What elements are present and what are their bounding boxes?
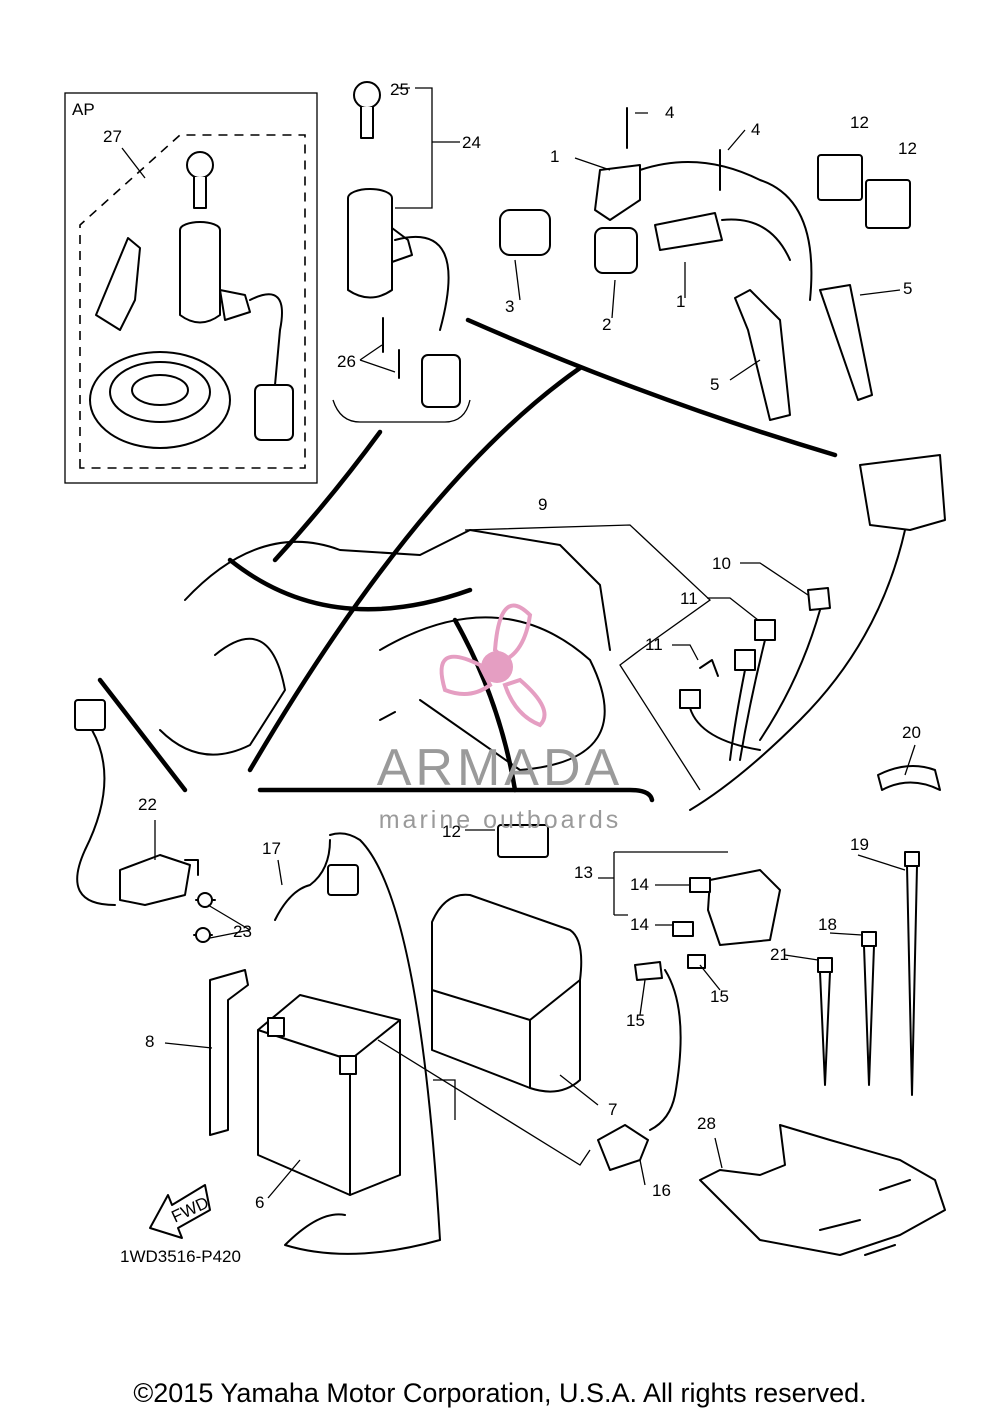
leader-lines: [121, 87, 916, 1199]
fuel-cap-icon: [89, 351, 231, 449]
callout: 6: [255, 1193, 264, 1212]
callout: 22: [138, 795, 157, 814]
relay-fuse-group: [497, 824, 781, 1171]
clamp-icon: [877, 765, 941, 791]
callout: 7: [608, 1100, 617, 1119]
callout: 14: [630, 875, 649, 894]
spark-plug-cap-icon: [734, 284, 873, 421]
relay-icon: [817, 154, 911, 229]
callout: 26: [337, 352, 356, 371]
ignition-lock-icon: [179, 221, 294, 441]
callout: 2: [602, 315, 611, 334]
leader-bar: [452, 617, 518, 793]
callout: 16: [652, 1181, 671, 1200]
ap-label: AP: [72, 100, 95, 119]
cable-tie-icon: [817, 851, 920, 1096]
callout: 15: [626, 1011, 645, 1030]
sensor-group: [74, 699, 216, 943]
bracket-plate-icon: [699, 1124, 946, 1256]
callout: 12: [850, 113, 869, 132]
callout: 11: [645, 635, 663, 654]
watermark-propeller-icon: [481, 651, 513, 683]
callout: 4: [751, 120, 760, 139]
watermark-title: ARMADA: [377, 739, 623, 797]
callout: 1: [676, 292, 685, 311]
callout: 15: [710, 987, 729, 1006]
callout-labels: 1 1 2 3 4 4 5 5 6 7 8 9 10 11 11 12 12 1…: [103, 80, 921, 1212]
callout: 1: [550, 147, 559, 166]
callout: 14: [630, 915, 649, 934]
copyright-text: ©2015 Yamaha Motor Corporation, U.S.A. A…: [133, 1378, 867, 1408]
callout: 17: [262, 839, 281, 858]
watermark-subtitle: marine outboards: [379, 806, 622, 834]
callout: 18: [818, 915, 837, 934]
key-icon: [186, 151, 214, 209]
seat-lock-icon: [95, 237, 141, 331]
callout: 10: [712, 554, 731, 573]
callout: 4: [665, 103, 674, 122]
leader-bar: [257, 787, 655, 803]
leader-line: [377, 1039, 591, 1166]
ignition-coil-group: [465, 107, 873, 458]
callout: 24: [462, 133, 481, 152]
callout: 27: [103, 127, 122, 146]
callout: 12: [898, 139, 917, 158]
fwd-arrow-icon: FWD: [149, 1184, 212, 1239]
callout: 20: [902, 723, 921, 742]
callout: 3: [505, 297, 514, 316]
callout: 12: [442, 822, 461, 841]
callout: 5: [903, 279, 912, 298]
leader-bar: [247, 365, 583, 773]
leader-bar: [272, 429, 383, 563]
callout: 8: [145, 1032, 154, 1051]
callout: 9: [538, 495, 547, 514]
battery-group: [209, 832, 583, 1255]
ap-kit-box: AP: [64, 92, 318, 484]
wire-harness-group: [464, 454, 946, 811]
key-icon: [353, 81, 381, 139]
watermark-logo: ARMADA marine outboards: [377, 603, 623, 834]
main-switch-group: [332, 81, 471, 423]
callout: 13: [574, 863, 593, 882]
leader-bar: [97, 677, 188, 793]
callout: 25: [390, 80, 409, 99]
callout: 19: [850, 835, 869, 854]
callout: 5: [710, 375, 719, 394]
diagram-code: 1WD3516-P420: [120, 1247, 241, 1266]
callout: 21: [770, 945, 789, 964]
callout: 11: [680, 589, 698, 608]
callout: 28: [697, 1114, 716, 1133]
